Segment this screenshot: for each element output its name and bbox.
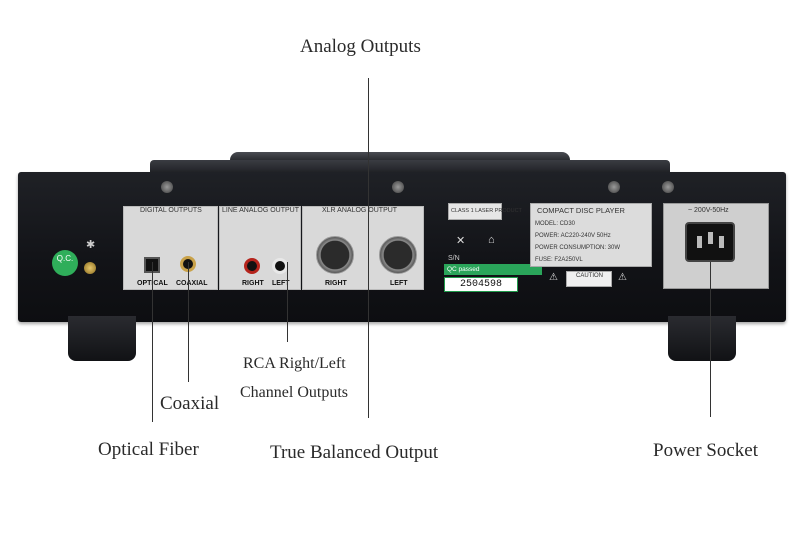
xlr-left-port [379, 236, 417, 274]
power-pin [708, 232, 713, 244]
qc-passed-sticker: QC passed [444, 264, 542, 275]
screw [392, 181, 404, 193]
qc-badge: Q.C. [52, 250, 78, 276]
rca-leader [287, 262, 288, 342]
indoor-use-icon: ⌂ [488, 234, 495, 246]
digital-outputs-panel [123, 206, 218, 290]
analog-outputs-callout: Analog Outputs [300, 36, 421, 57]
model-spec-plate: COMPACT DISC PLAYER MODEL: CD30 POWER: A… [530, 203, 652, 267]
caution-label: CAUTION [566, 271, 612, 287]
warning-triangle-icon: ⚠ [549, 272, 558, 283]
rca-left-label: LEFT [272, 280, 290, 287]
rca-callout-line2: Channel Outputs [240, 384, 348, 401]
serial-number-sticker: 2504598 [444, 277, 518, 292]
rca-callout-line1: RCA Right/Left [243, 355, 346, 372]
antenna-jack [84, 262, 96, 274]
power-socket-leader [710, 262, 711, 417]
warning-triangle-icon: ⚠ [618, 272, 627, 283]
xlr-left-label: LEFT [390, 280, 408, 287]
rca-left-port [272, 258, 288, 274]
xlr-right-label: RIGHT [325, 280, 347, 287]
optical-leader [152, 262, 153, 422]
sn-label: S/N [448, 255, 460, 262]
xlr-analog-label: XLR ANALOG OUTPUT [322, 207, 398, 214]
power-pin [719, 236, 724, 248]
coaxial-label: COAXIAL [176, 280, 208, 287]
power-socket-callout: Power Socket [653, 440, 759, 461]
screw [662, 181, 674, 193]
line-analog-label: LINE ANALOG OUTPUT [222, 207, 300, 214]
rca-right-port [244, 258, 260, 274]
line-analog-panel [219, 206, 301, 290]
coaxial-leader [188, 262, 189, 382]
analog-outputs-leader [368, 78, 369, 418]
optical-fiber-callout: Optical Fiber [98, 439, 199, 460]
screw [608, 181, 620, 193]
true-balanced-callout: True Balanced Output [270, 442, 439, 463]
power-pin [697, 236, 702, 248]
xlr-right-port [316, 236, 354, 274]
recycle-bin-icon: ✕ [456, 235, 466, 247]
rca-right-label: RIGHT [242, 280, 264, 287]
screw [161, 181, 173, 193]
laser-product-label: CLASS 1 LASER PRODUCT [448, 203, 522, 220]
device-foot-right [668, 316, 736, 361]
bluetooth-icon: ✱ [86, 238, 96, 251]
device-foot-left [68, 316, 136, 361]
coaxial-callout: Coaxial [160, 393, 220, 414]
digital-outputs-label: DIGITAL OUTPUTS [140, 207, 202, 214]
power-rating-label: ~ 200V-50Hz [688, 207, 729, 214]
